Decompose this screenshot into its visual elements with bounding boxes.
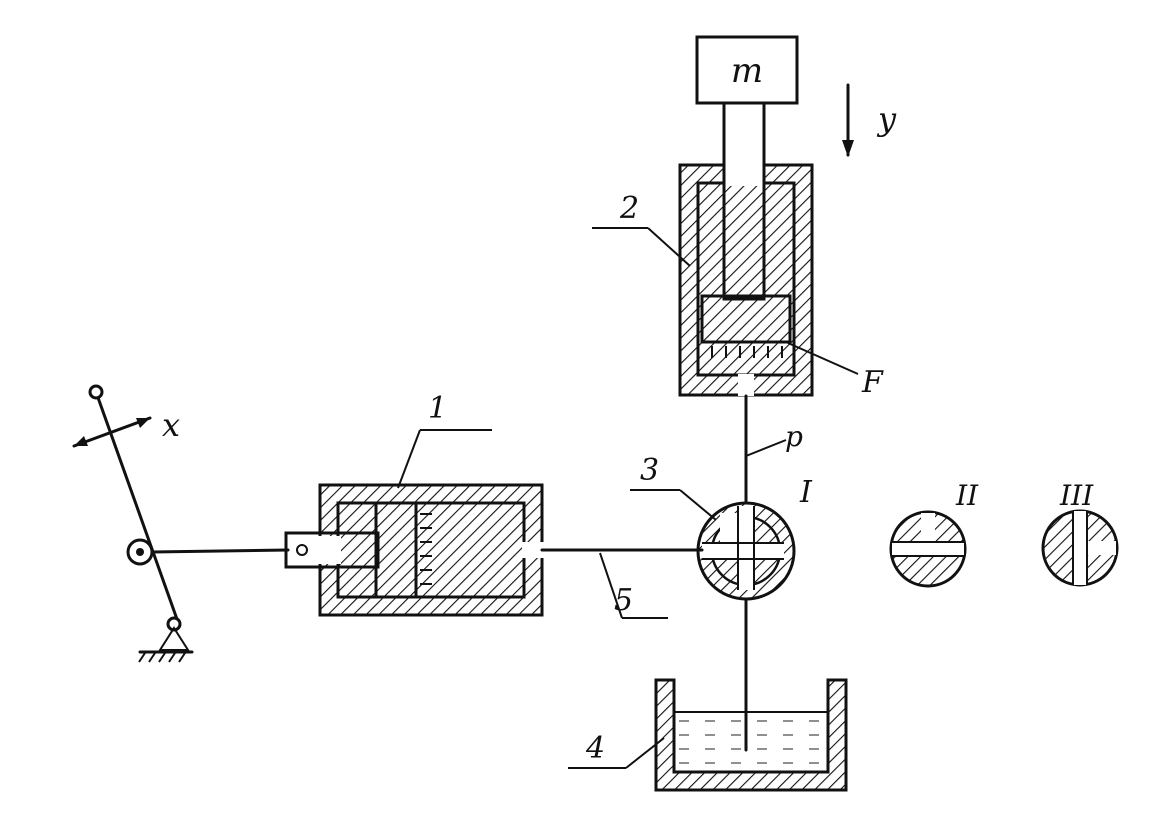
cylinder-2 [678, 101, 814, 397]
tank-4-leader: 4 [568, 731, 665, 769]
valve-position-ii [889, 510, 967, 588]
pipe-5: 5 [540, 548, 704, 619]
cylinder-1-leader: 1 [397, 391, 492, 489]
valve-3 [696, 501, 796, 601]
cylinder-1 [284, 483, 544, 617]
displacement-y-label: y [876, 100, 897, 138]
pipe-5-label: 5 [614, 583, 633, 618]
area-f-label: F [861, 365, 884, 400]
valve-3-label: 3 [640, 453, 659, 488]
input-lever [88, 384, 290, 663]
position-i-label: I [799, 475, 813, 510]
area-f-leader: F [787, 342, 884, 400]
cylinder-1-label: 1 [428, 391, 447, 426]
tank-4 [654, 678, 848, 792]
position-ii-label: II [955, 479, 979, 512]
pressure-label: p [785, 420, 803, 453]
valve-3-leader: 3 [630, 453, 717, 521]
pressure-line: p [744, 394, 803, 506]
tank-4-label: 4 [585, 731, 605, 766]
mass-block: m [695, 35, 799, 105]
mass-label: m [731, 51, 763, 91]
position-iii-label: III [1059, 479, 1094, 512]
cylinder-2-leader: 2 [592, 191, 691, 267]
displacement-y-arrow: y [842, 83, 897, 157]
displacement-x-arrow: x [72, 406, 180, 448]
valve-position-iii [1041, 509, 1119, 587]
cylinder-2-label: 2 [619, 191, 639, 226]
displacement-x-label: x [162, 406, 180, 444]
